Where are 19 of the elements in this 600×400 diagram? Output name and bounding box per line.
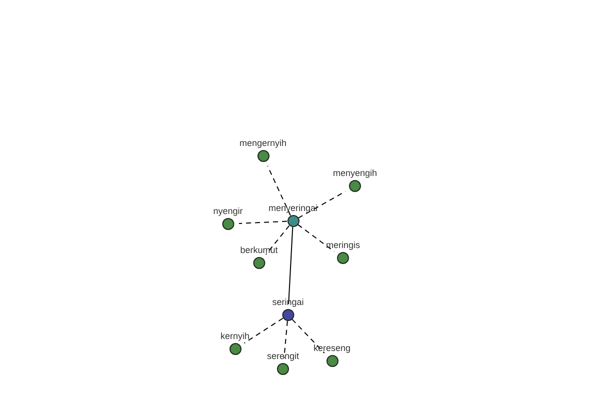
node-label: menyeringai xyxy=(268,203,318,213)
node-label: meringis xyxy=(326,240,360,250)
node-label: seringai xyxy=(272,297,304,307)
dashed-connector xyxy=(265,225,290,255)
dashed-connector xyxy=(267,166,291,216)
node-label: menyengih xyxy=(332,168,378,178)
node-label: berkumut xyxy=(240,245,278,255)
node-label: kereseng xyxy=(313,343,351,353)
node-label: kernyih xyxy=(220,331,250,341)
dashed-connector xyxy=(244,318,284,344)
dashed-connector xyxy=(298,190,346,219)
node-label: mengernyih xyxy=(239,138,287,148)
dashed-connector xyxy=(238,220,288,224)
dashed-connector xyxy=(292,318,325,354)
dashed-connector xyxy=(297,224,335,252)
node-label: nyengir xyxy=(213,206,243,216)
node-label: serengit xyxy=(266,351,300,361)
dashed-connector xyxy=(284,320,288,359)
connector-line xyxy=(288,226,294,305)
